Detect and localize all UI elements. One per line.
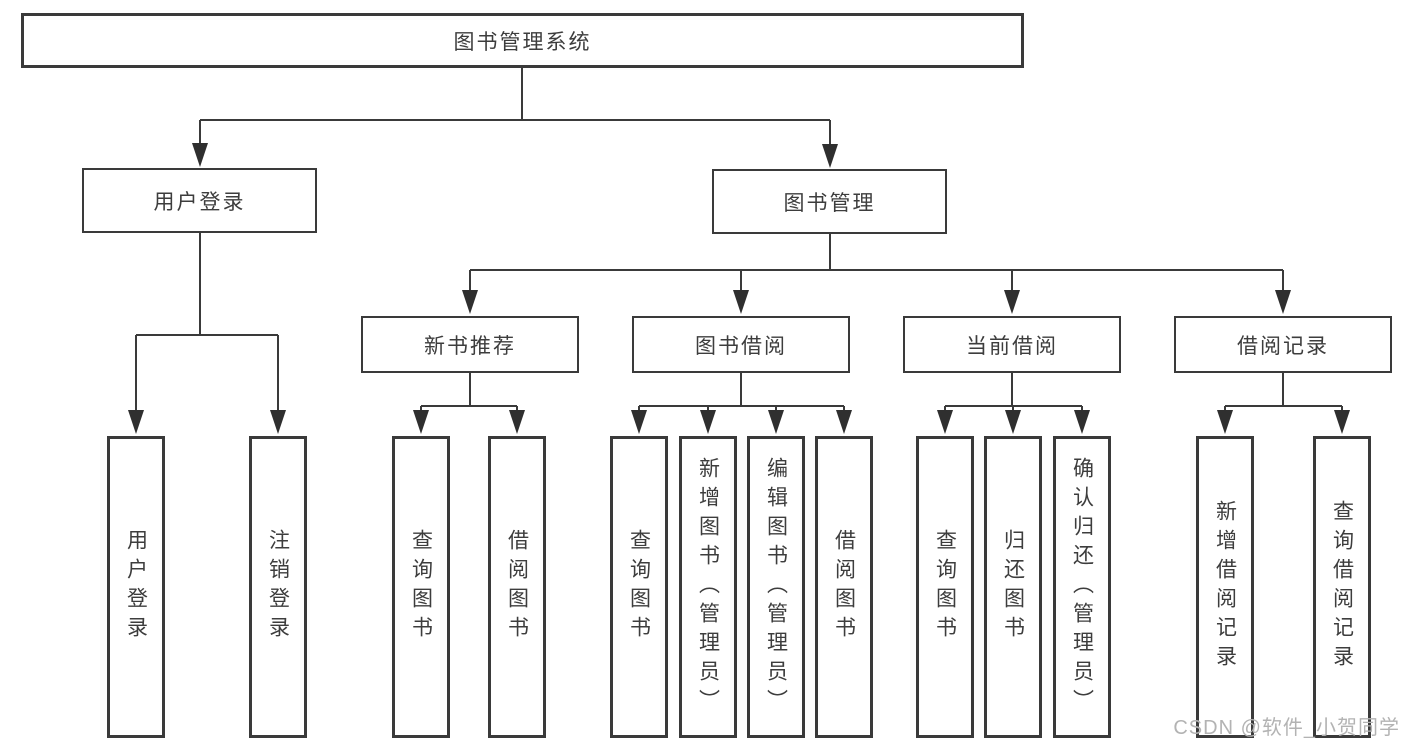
leaf-return-books: 归还图书 [984,436,1042,738]
node-label: 确认归还（管理员） [1070,456,1094,718]
node-label: 借阅图书 [505,529,529,645]
node-label: 借阅图书 [832,529,856,645]
leaf-borrow-books-2: 借阅图书 [815,436,873,738]
leaf-query-borrow-record: 查询借阅记录 [1313,436,1371,738]
node-label: 用户登录 [124,529,148,645]
node-label: 新增借阅记录 [1213,500,1237,674]
node-label: 编辑图书（管理员） [764,456,788,718]
node-library-management-system: 图书管理系统 [21,13,1024,68]
node-label: 图书管理 [783,191,876,215]
leaf-confirm-return-admin: 确认归还（管理员） [1053,436,1111,738]
node-label: 查询图书 [627,529,651,645]
node-user-login: 用户登录 [82,168,317,233]
leaf-edit-books-admin: 编辑图书（管理员） [747,436,805,738]
leaf-borrow-books-1: 借阅图书 [488,436,546,738]
csdn-watermark: CSDN @软件_小贺同学 [1173,717,1400,739]
leaf-logout: 注销登录 [249,436,307,738]
node-book-borrowing: 图书借阅 [632,316,850,373]
node-label: 当前借阅 [966,334,1058,358]
leaf-add-borrow-record: 新增借阅记录 [1196,436,1254,738]
node-new-book-recommend: 新书推荐 [361,316,579,373]
node-label: 注销登录 [266,529,290,645]
leaf-add-books-admin: 新增图书（管理员） [679,436,737,738]
node-label: 查询图书 [409,529,433,645]
node-label: 借阅记录 [1237,334,1329,358]
node-label: 查询借阅记录 [1330,500,1354,674]
node-label: 归还图书 [1001,529,1025,645]
leaf-user-login: 用户登录 [107,436,165,738]
node-book-management: 图书管理 [712,169,947,234]
node-label: 查询图书 [933,529,957,645]
node-borrowing-records: 借阅记录 [1174,316,1392,373]
node-label: 新增图书（管理员） [696,456,720,718]
node-current-borrowing: 当前借阅 [903,316,1121,373]
node-label: 图书管理系统 [453,30,592,54]
leaf-query-books-2: 查询图书 [610,436,668,738]
leaf-query-books-3: 查询图书 [916,436,974,738]
node-label: 图书借阅 [695,334,787,358]
node-label: 新书推荐 [424,334,516,358]
arrowheads [128,143,1350,434]
node-label: 用户登录 [153,190,246,214]
leaf-query-books-1: 查询图书 [392,436,450,738]
